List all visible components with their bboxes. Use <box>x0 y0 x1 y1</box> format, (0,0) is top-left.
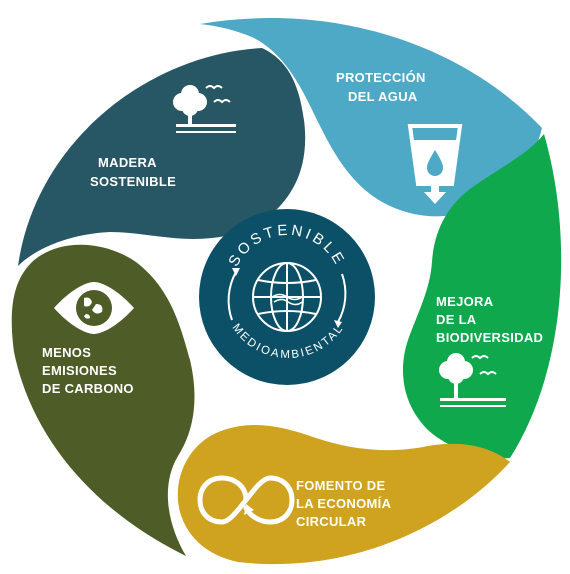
label-economia: FOMENTO DE LA ECONOMÍA CIRCULAR <box>296 478 395 529</box>
label-biodiversidad: MEJORA DE LA BIODIVERSIDAD <box>436 294 543 345</box>
label-madera: MADERA SOSTENIBLE <box>90 155 176 189</box>
segment-biodiversidad <box>402 134 562 459</box>
infinity-loop-icon <box>197 475 295 525</box>
segment-economia <box>177 425 510 565</box>
segment-carbono <box>11 244 195 556</box>
label-agua: PROTECCIÓN DEL AGUA <box>336 70 430 104</box>
segment-agua <box>200 18 542 217</box>
eye-globe-icon <box>54 282 134 334</box>
segment-madera <box>18 48 306 266</box>
center-badge: SOSTENIBLE MEDIOAMBIENTAL <box>199 209 375 385</box>
cycle-arrows-icon <box>227 268 347 328</box>
globe-icon <box>252 262 322 332</box>
water-filter-icon <box>407 124 463 204</box>
tree-birds-icon <box>173 85 236 133</box>
label-carbono: MENOS EMISIONES DE CARBONO <box>42 345 134 396</box>
tree-birds-icon <box>439 353 506 407</box>
